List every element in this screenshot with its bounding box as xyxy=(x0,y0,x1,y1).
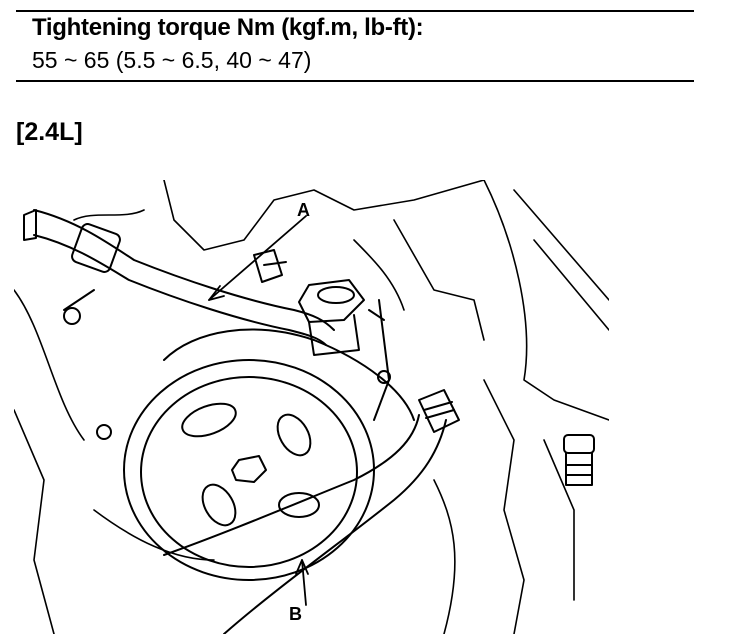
return-hose-b xyxy=(163,389,460,634)
torque-spec-title: Tightening torque Nm (kgf.m, lb-ft): xyxy=(32,14,424,41)
pump-body xyxy=(163,299,415,421)
pressure-pipe-a xyxy=(23,209,335,346)
right-fitting xyxy=(563,434,595,486)
engine-block-outline xyxy=(14,180,609,634)
pipe-clamp-a xyxy=(253,249,287,283)
leader-lines xyxy=(208,215,309,606)
pump-pulley xyxy=(123,359,375,581)
callout-a-label: A xyxy=(297,200,310,220)
spec-top-rule xyxy=(16,10,694,12)
torque-spec-value: 55 ~ 65 (5.5 ~ 6.5, 40 ~ 47) xyxy=(32,47,312,73)
power-steering-pump-illustration xyxy=(14,180,609,634)
engine-variant-label: [2.4L] xyxy=(16,118,83,146)
mounting-bolts xyxy=(63,289,391,440)
union-bolt xyxy=(298,279,365,356)
torque-spec-box: Tightening torque Nm (kgf.m, lb-ft): 55 … xyxy=(16,0,694,83)
spec-bottom-rule xyxy=(16,80,694,82)
callout-b-label: B xyxy=(289,604,302,624)
